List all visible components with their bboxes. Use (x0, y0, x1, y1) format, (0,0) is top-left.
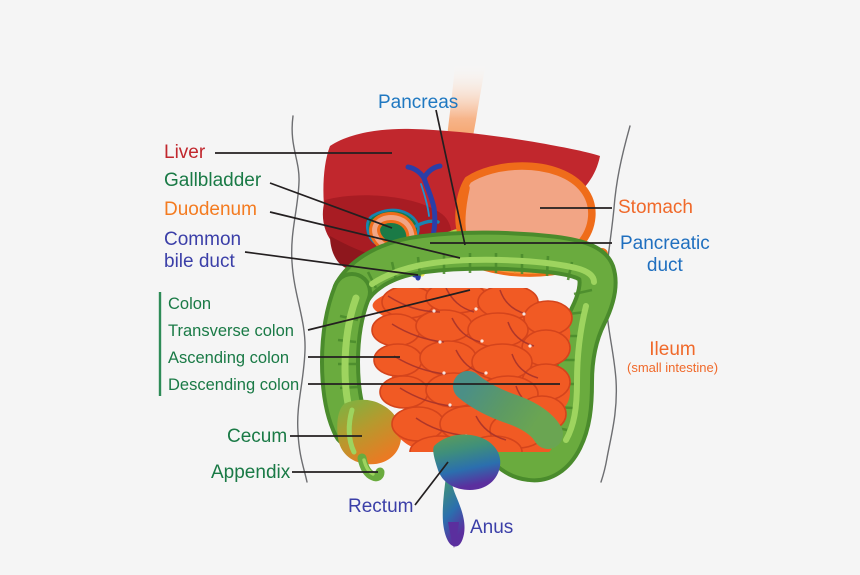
leader-gallbladder (269, 182, 393, 229)
label-stomach[interactable]: Stomach (618, 197, 693, 218)
label-common-bile-duct-line2: bile duct (164, 251, 235, 273)
label-pancreatic-duct-line2: duct (646, 255, 683, 277)
label-gallbladder[interactable]: Gallbladder (164, 170, 262, 191)
label-pancreatic-duct[interactable]: Pancreatic duct (620, 233, 710, 278)
rectum-organ (433, 371, 563, 548)
label-ileum-title: Ileum (649, 339, 696, 360)
label-rectum[interactable]: Rectum (348, 496, 414, 517)
bile-duct-highlight (420, 183, 430, 217)
label-cecum[interactable]: Cecum (227, 426, 288, 447)
leader-common-bile-duct (244, 251, 419, 276)
cecum-organ (337, 399, 402, 465)
label-transverse-colon[interactable]: Transverse colon (168, 322, 294, 340)
leader-pancreas (435, 109, 466, 246)
label-ileum-subtitle: (small intestine) (627, 360, 719, 376)
label-appendix[interactable]: Appendix (211, 462, 291, 483)
label-ileum[interactable]: Ileum (small intestine) (627, 339, 718, 376)
label-liver[interactable]: Liver (164, 142, 206, 163)
label-pancreatic-duct-line1: Pancreatic (620, 233, 710, 254)
label-common-bile-duct-line1: Common (164, 229, 242, 250)
label-colon[interactable]: Colon (168, 295, 212, 313)
label-duodenum[interactable]: Duodenum (164, 199, 257, 220)
label-ascending-colon[interactable]: Ascending colon (168, 349, 290, 367)
leader-lines (215, 109, 612, 506)
body-outline (290, 115, 631, 483)
label-pancreas[interactable]: Pancreas (378, 92, 459, 113)
appendix-organ (357, 453, 385, 482)
leader-transverse-colon (307, 289, 471, 331)
label-anus[interactable]: Anus (470, 517, 514, 538)
leader-duodenum (269, 211, 461, 259)
label-common-bile-duct[interactable]: Common bile duct (164, 229, 241, 274)
leader-rectum (414, 461, 449, 506)
label-descending-colon[interactable]: Descending colon (168, 376, 300, 394)
